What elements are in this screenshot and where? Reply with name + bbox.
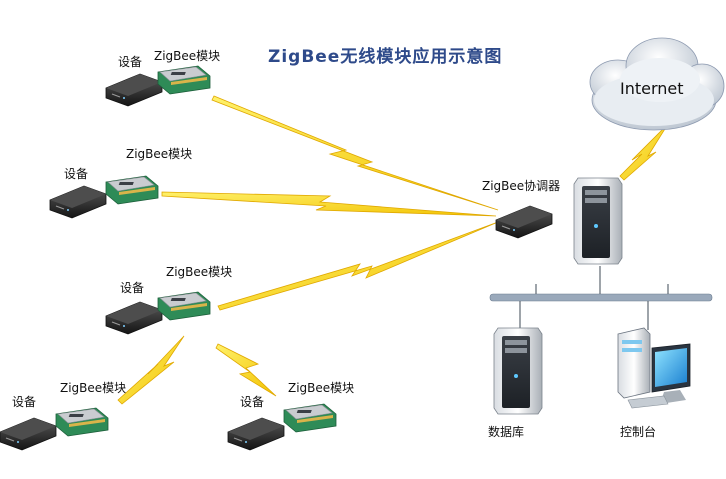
database-server-icon	[493, 327, 543, 415]
router-device-icon	[105, 301, 163, 335]
module-label: ZigBee模块	[60, 381, 126, 395]
router-device-icon	[0, 417, 57, 451]
module-label: ZigBee模块	[154, 49, 220, 63]
module-label: ZigBee模块	[288, 381, 354, 395]
console-label: 控制台	[620, 424, 656, 439]
device-label: 设备	[64, 167, 88, 181]
zigbee-module-icon	[55, 407, 109, 437]
coordinator-node: ZigBee协调器	[482, 178, 560, 239]
router-device-icon	[49, 185, 107, 219]
internet-cloud-icon	[589, 37, 725, 131]
router-device-icon	[105, 73, 163, 107]
device-label: 设备	[240, 395, 264, 409]
node-group-2: 设备 ZigBee模块	[49, 147, 192, 219]
zigbee-module-icon	[105, 175, 159, 205]
pc-icon	[617, 327, 691, 409]
diagram-title: ZigBee无线模块应用示意图	[268, 46, 502, 67]
module-label: ZigBee模块	[126, 147, 192, 161]
coordinator-label: ZigBee协调器	[482, 178, 560, 193]
node-group-4: 设备 ZigBee模块	[0, 381, 126, 451]
node-group-5: 设备 ZigBee模块	[227, 381, 354, 451]
lightning-icon	[117, 95, 669, 405]
module-label: ZigBee模块	[166, 265, 232, 279]
node-group-1: 设备 ZigBee模块	[105, 49, 220, 107]
router-device-icon	[227, 417, 285, 451]
zigbee-module-icon	[157, 291, 211, 321]
zigbee-module-icon	[283, 403, 337, 433]
server-icon	[573, 177, 623, 265]
database-label: 数据库	[488, 424, 524, 439]
internet-label: Internet	[620, 79, 684, 98]
device-label: 设备	[12, 395, 36, 409]
network-bus	[489, 266, 713, 330]
node-group-3: 设备 ZigBee模块	[105, 265, 232, 335]
device-label: 设备	[118, 55, 142, 69]
device-label: 设备	[120, 281, 144, 295]
router-device-icon	[495, 205, 553, 239]
zigbee-module-icon	[157, 65, 211, 95]
